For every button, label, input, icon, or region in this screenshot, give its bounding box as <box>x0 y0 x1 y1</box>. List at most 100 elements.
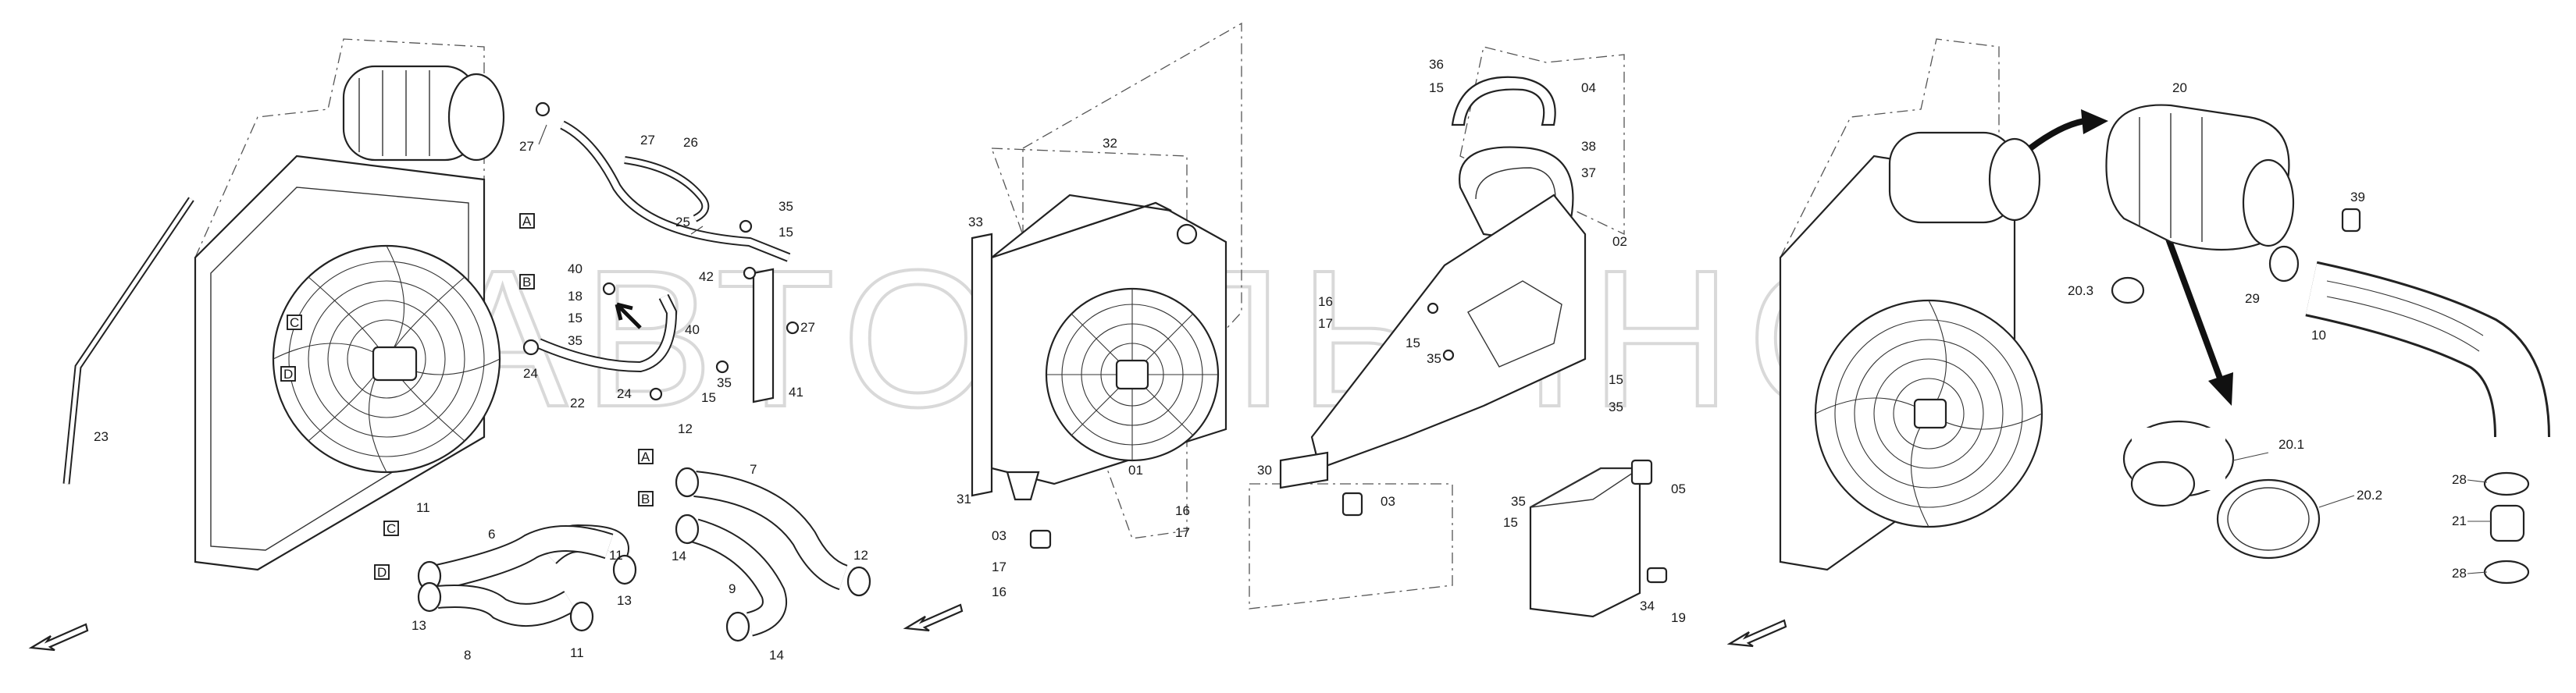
part-callout-label: 18 <box>568 289 583 304</box>
part-callout-label: 30 <box>1257 463 1272 478</box>
part-callout-label: 12 <box>853 548 868 563</box>
part-callout-label: 31 <box>957 492 971 506</box>
callouts-left: 27 27 26 25 35 15 40 42 18 15 40 27 35 2… <box>94 124 868 663</box>
part-callout-label: 16 <box>1318 294 1333 309</box>
part-callout-label: 35 <box>779 199 793 214</box>
panel-33 <box>971 233 993 497</box>
section-radiator-01 <box>971 22 1242 549</box>
part-callout-label: 15 <box>1503 515 1518 530</box>
direction-arrow-icon <box>903 603 964 632</box>
bracket-41 <box>752 268 775 403</box>
part-callout-label: 27 <box>640 133 655 147</box>
part-callout-label: 26 <box>683 135 698 150</box>
part-callout-label: 37 <box>1581 165 1596 180</box>
reference-letter: D <box>377 565 387 580</box>
part-callout-label: 27 <box>519 139 534 154</box>
part-callout-label: 21 <box>2452 514 2467 528</box>
part-callout-label: 01 <box>1128 463 1143 478</box>
reference-letter: B <box>641 492 650 506</box>
part-callout-label: 23 <box>94 429 109 444</box>
part-callout-label: 40 <box>685 322 700 337</box>
part-callout-label: 35 <box>1511 494 1526 509</box>
part-callout-label: 11 <box>570 645 584 660</box>
part-callout-label: 41 <box>789 385 803 400</box>
hose-23 <box>62 197 194 485</box>
part-callout-label: 35 <box>717 375 732 390</box>
part-callout-label: 20.3 <box>2068 283 2093 298</box>
part-callout-label: 15 <box>1429 80 1444 95</box>
part-callout-label: 28 <box>2452 566 2467 581</box>
air-filter-top <box>342 65 505 162</box>
part-callout-label: 39 <box>2350 190 2365 204</box>
part-callout-label: 20.2 <box>2357 488 2382 503</box>
part-callout-label: 13 <box>617 593 632 608</box>
part-callout-label: 36 <box>1429 57 1444 72</box>
part-callout-label: 38 <box>1581 139 1596 154</box>
part-callout-label: 10 <box>2311 328 2326 343</box>
section-radiator-fan-right <box>1779 38 2043 571</box>
reference-letter: A <box>641 450 650 464</box>
part-callout-label: 40 <box>568 261 583 276</box>
strap-04 <box>1451 76 1556 126</box>
direction-arrow-icon <box>1726 619 1787 648</box>
sensor-39 <box>2341 208 2361 233</box>
part-callout-label: 19 <box>1671 610 1686 625</box>
part-callout-label: 6 <box>488 527 495 542</box>
part-callout-label: 15 <box>1406 336 1420 350</box>
part-callout-label: 05 <box>1671 482 1686 496</box>
clamp-29 <box>2268 245 2300 283</box>
part-callout-label: 14 <box>769 648 784 663</box>
section-radiator-fan-left <box>62 38 800 571</box>
letter-d: D <box>283 367 293 382</box>
part-callout-label: 12 <box>678 421 693 436</box>
letter-b: B <box>522 275 531 290</box>
filter-element-20-2 <box>2216 478 2321 560</box>
part-callout-label: 28 <box>2452 472 2467 487</box>
part-callout-label: 8 <box>464 648 471 663</box>
part-callout-label: 15 <box>701 390 716 405</box>
part-callout-label: 33 <box>968 215 983 229</box>
letter-a: A <box>522 214 532 229</box>
part-callout-label: 34 <box>1640 599 1655 613</box>
part-callout-label: 14 <box>672 549 686 563</box>
fan <box>272 244 501 474</box>
callouts-right: 20 39 20.3 29 10 20.1 20.2 28 21 28 <box>2068 80 2491 581</box>
section-shroud-bracket <box>1249 46 1668 618</box>
part-callout-label: 20 <box>2172 80 2187 95</box>
reference-letter: C <box>387 521 396 536</box>
clamp-28-top <box>2483 471 2530 496</box>
air-filter-20 <box>2105 104 2295 251</box>
flow-arrow-icon <box>615 302 642 329</box>
bracket-02 <box>1310 194 1587 470</box>
part-callout-label: 15 <box>779 225 793 240</box>
part-callout-label: 27 <box>800 320 815 335</box>
reference-letters: A B C D A B C D <box>280 213 654 580</box>
part-callout-label: 9 <box>729 581 736 596</box>
part-callout-label: 04 <box>1581 80 1596 95</box>
clamp-12 <box>675 467 700 498</box>
flow-arrow-icon <box>2028 118 2086 151</box>
direction-arrow-icon <box>28 623 89 652</box>
part-callout-label: 11 <box>609 548 623 563</box>
part-callout-label: 16 <box>992 585 1007 599</box>
part-callout-label: 15 <box>568 311 583 325</box>
part-callout-label: 17 <box>992 560 1007 574</box>
part-callout-label: 22 <box>570 396 585 410</box>
coupler-21 <box>2489 504 2525 542</box>
part-callout-label: 20.1 <box>2278 437 2304 452</box>
part-callout-label: 03 <box>1381 494 1395 509</box>
letter-c: C <box>290 315 299 330</box>
part-callout-label: 16 <box>1175 503 1190 518</box>
part-callout-label: 15 <box>1609 372 1623 387</box>
filter-element-20-1 <box>2122 420 2235 507</box>
callouts-shroud: 36 15 04 38 37 02 16 17 15 35 15 35 30 0… <box>1257 57 1686 625</box>
callouts-radiator: 32 33 01 31 16 17 03 17 16 <box>957 136 1190 599</box>
part-callout-label: 13 <box>412 618 426 633</box>
part-callout-label: 25 <box>675 215 690 229</box>
part-callout-label: 17 <box>1318 316 1333 331</box>
part-callout-label: 35 <box>1609 400 1623 414</box>
tank-05 <box>1529 467 1641 618</box>
part-callout-label: 17 <box>1175 525 1190 540</box>
part-callout-label: 35 <box>568 333 583 348</box>
part-callout-label: 7 <box>750 462 757 477</box>
